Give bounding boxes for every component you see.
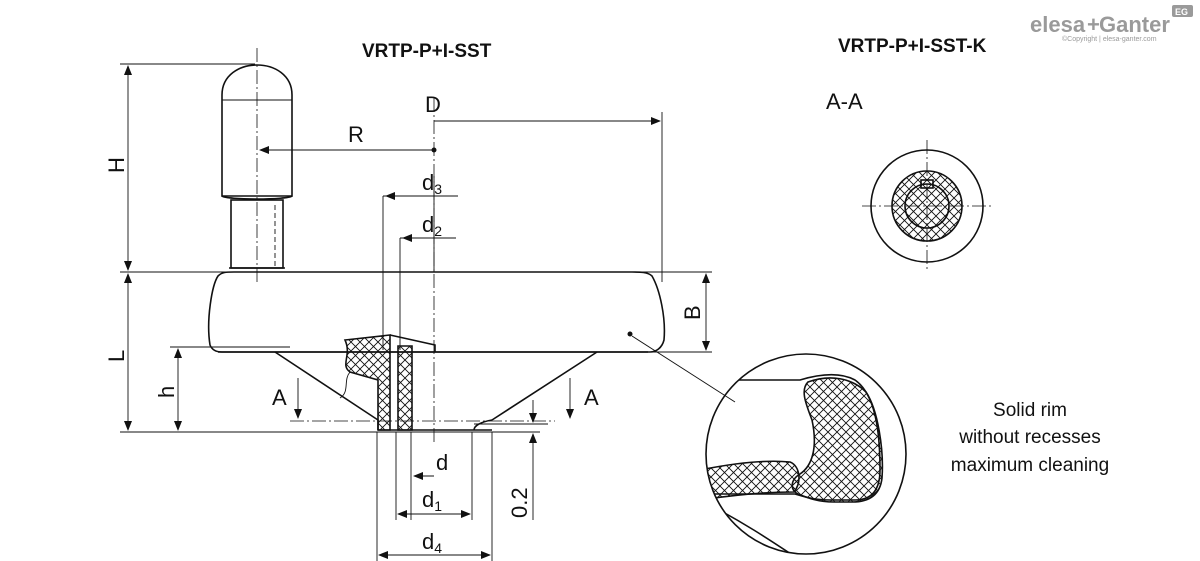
logo-badge: EG	[1175, 7, 1188, 17]
brand-logo: elesa + Ganter EG ©Copyright | elesa-gan…	[1030, 5, 1193, 43]
handwheel-cone-right	[473, 419, 493, 431]
title-left: VRTP-P+I-SST	[362, 41, 492, 62]
callout-line-2: without recesses	[958, 427, 1101, 448]
cut-label-left: A	[272, 385, 287, 410]
hub-section-top	[389, 334, 436, 352]
detail-circle	[705, 353, 907, 555]
hub-section-bush	[397, 345, 413, 431]
logo-plus: +	[1087, 12, 1100, 37]
handwheel-cone	[274, 351, 598, 430]
dimensions: D R H L h B d3 d2 d	[104, 63, 712, 561]
dim-B: B	[680, 305, 705, 320]
dim-R: R	[348, 122, 364, 147]
logo-copyright: ©Copyright | elesa-ganter.com	[1062, 35, 1157, 43]
callout-line-3: maximum cleaning	[951, 455, 1109, 476]
dim-h: h	[154, 386, 179, 398]
detail-web-section	[706, 460, 800, 501]
dim-D: D	[425, 92, 441, 117]
dim-gap: 0.2	[507, 487, 532, 518]
handwheel	[207, 98, 666, 445]
section-label: A-A	[826, 89, 863, 114]
dim-R-center	[431, 147, 437, 153]
logo-brand-left: elesa	[1030, 12, 1086, 37]
dim-d2: d2	[422, 212, 442, 239]
detail-rim-section	[791, 377, 884, 503]
dim-L: L	[104, 350, 129, 362]
callout-line-1: Solid rim	[993, 400, 1067, 421]
break-line	[339, 371, 351, 399]
detail-point	[627, 331, 633, 337]
section-view: A-A	[826, 89, 992, 272]
title-right: VRTP-P+I-SST-K	[838, 36, 987, 57]
dim-d3: d3	[422, 170, 442, 197]
handwheel-rim	[207, 271, 666, 353]
dim-d4: d4	[422, 529, 442, 556]
dim-d1: d1	[422, 487, 442, 514]
detail-leader	[631, 335, 736, 403]
handle-grip	[221, 64, 293, 197]
logo-brand-right: Ganter	[1099, 12, 1170, 37]
detail-view: Solid rim without recesses maximum clean…	[631, 335, 1109, 555]
dim-H: H	[104, 157, 129, 173]
dim-d: d	[436, 450, 448, 475]
handle	[221, 48, 293, 284]
cut-label-right: A	[584, 385, 599, 410]
logo-badge-box	[1172, 5, 1193, 17]
hub-section-left	[343, 334, 391, 431]
